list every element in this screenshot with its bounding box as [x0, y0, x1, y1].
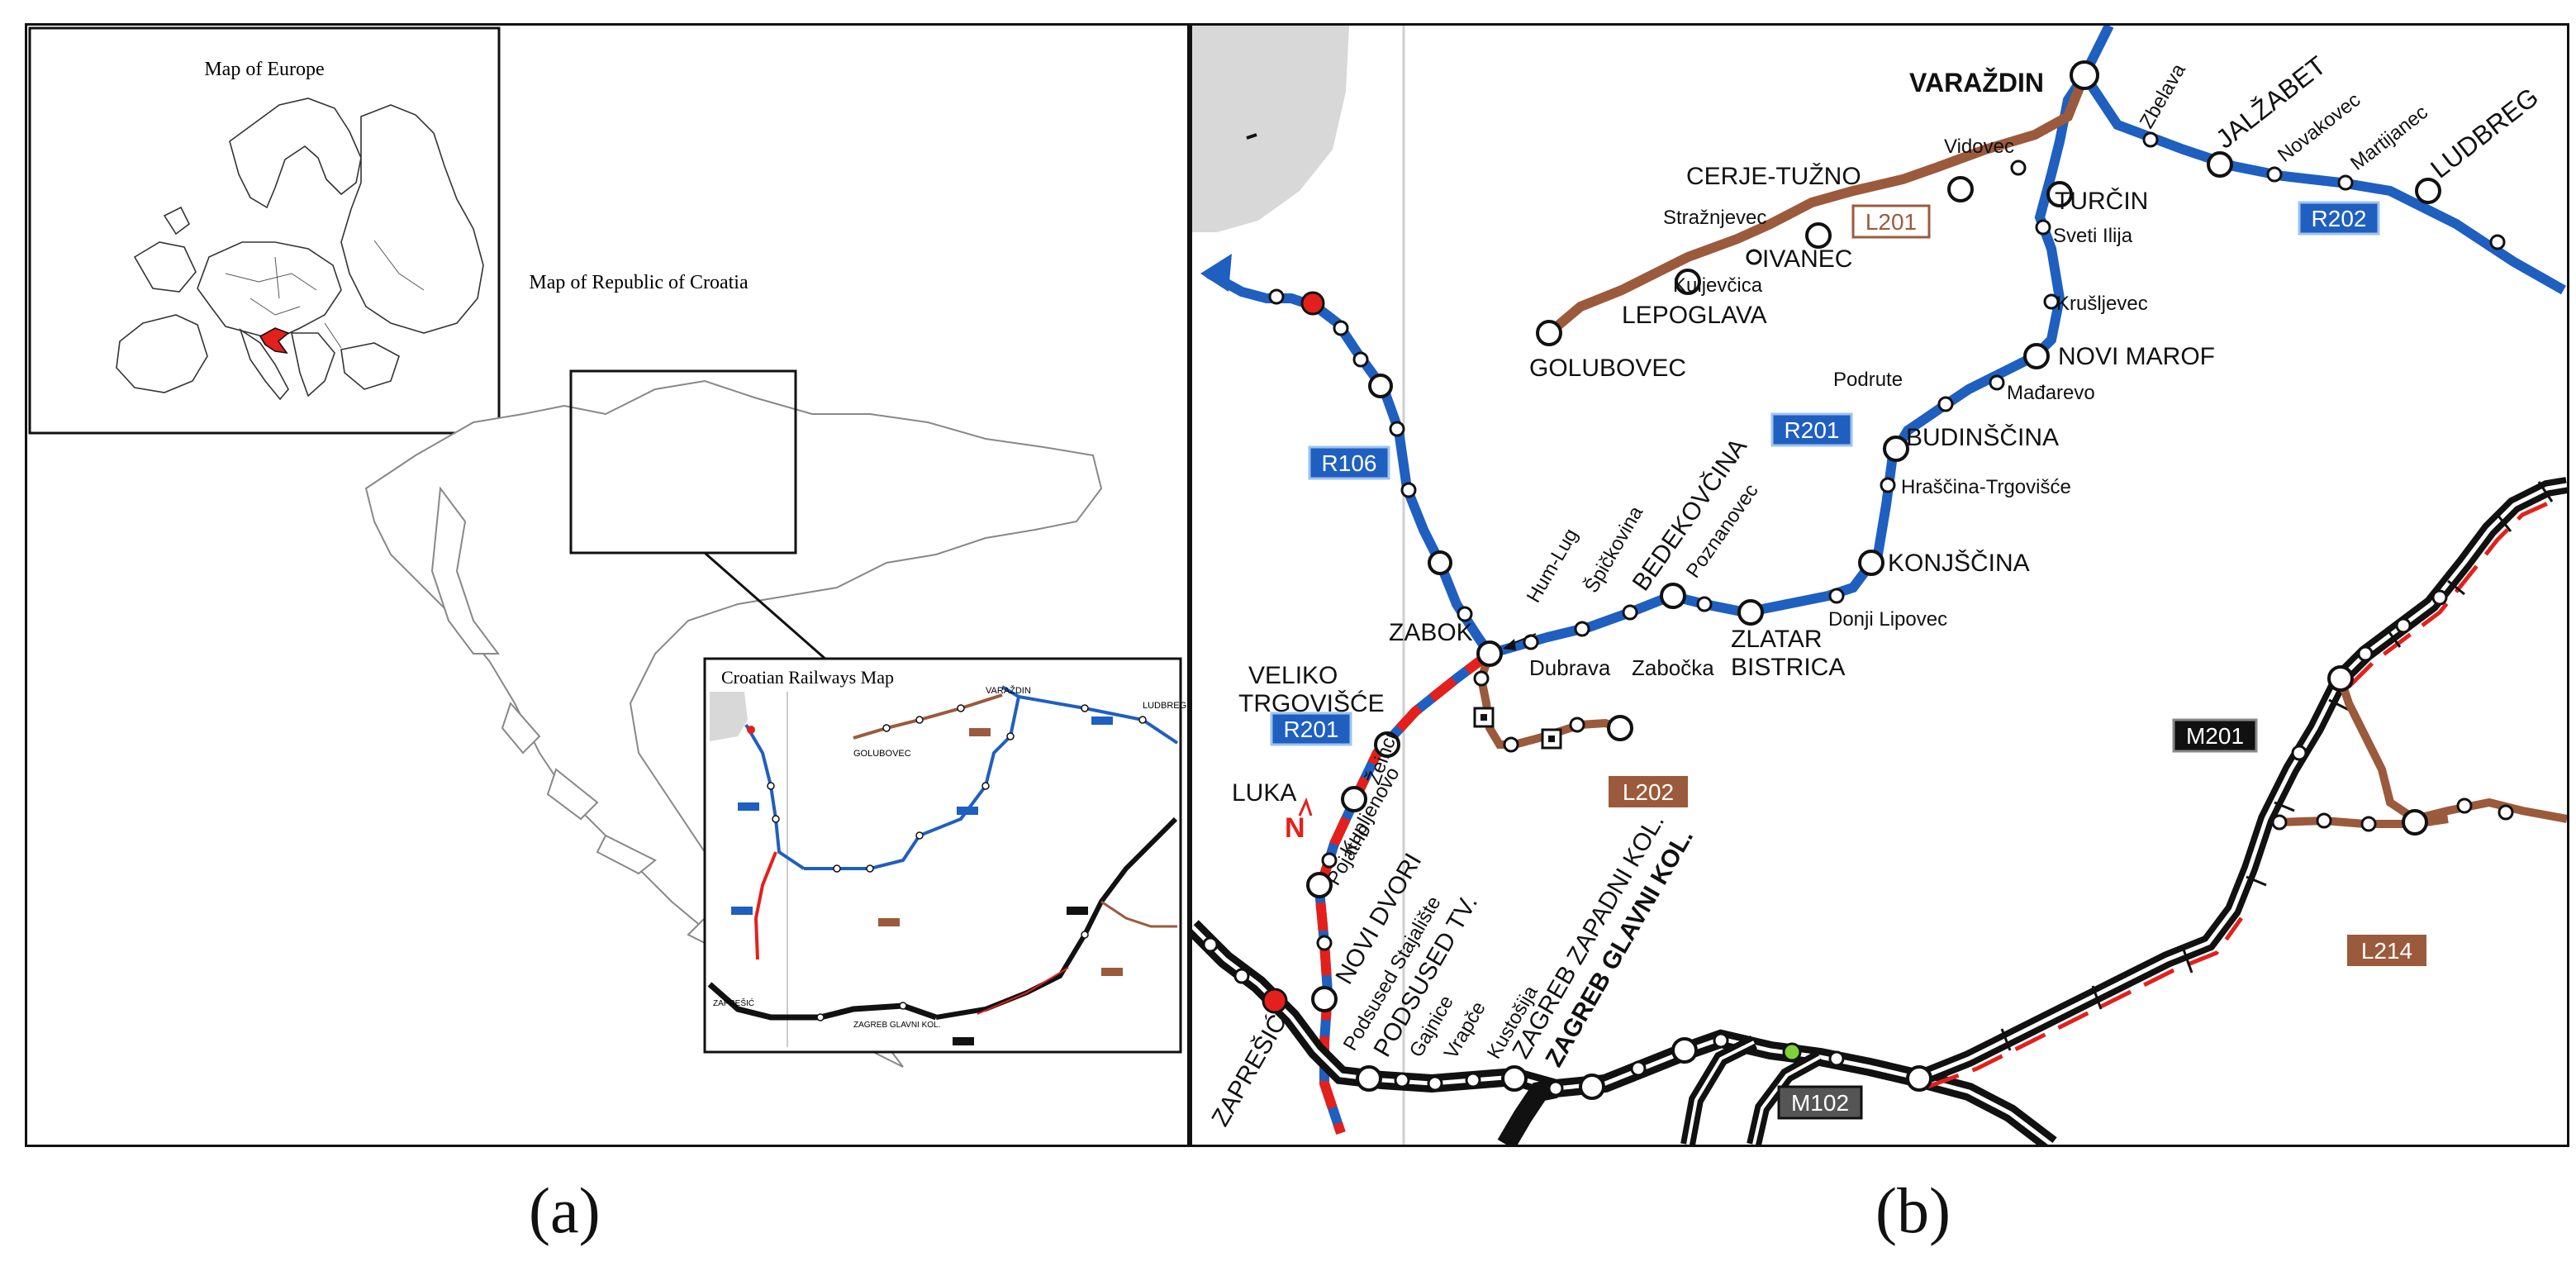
- label-ivanec: IVANEC: [1762, 245, 1852, 273]
- label-vidovec: Vidovec: [1944, 136, 2014, 158]
- label-martijanec: Martijanec: [2346, 101, 2432, 174]
- badge-m201: M201: [2186, 723, 2244, 749]
- railways-map-title: Croatian Railways Map: [721, 667, 894, 688]
- label-novi-marof: NOVI MAROF: [2058, 343, 2215, 370]
- line-badges: L201 R202 R201 R106 R201 L202 M201 L214 …: [1270, 201, 2426, 1120]
- panel-b-railway-map: L201 R202 R201 R106 R201 L202 M201 L214 …: [1190, 23, 2569, 1147]
- label-kruljevec: Krušljevec: [2056, 293, 2148, 315]
- inset-label-golubovec: GOLUBOVEC: [853, 749, 911, 759]
- badge-r106: R106: [1322, 450, 1377, 476]
- label-bistrica: BISTRICA: [1731, 654, 1845, 681]
- caption-a: (a): [529, 1174, 601, 1246]
- europe-map-title: Map of Europe: [204, 59, 324, 80]
- label-zlatar: ZLATAR: [1731, 626, 1823, 653]
- europe-inset: Map of Europe: [28, 26, 501, 435]
- label-zbelava: Zbelava: [2136, 60, 2190, 132]
- label-golubovec: GOLUBOVEC: [1529, 355, 1686, 382]
- label-ludbreg: LUDBREG: [2425, 82, 2544, 184]
- station-marker-red-zapresic: [1262, 988, 1288, 1014]
- railways-inset: Croatian Railways Map: [703, 657, 1186, 1054]
- station-marker-green: [1782, 1042, 1802, 1062]
- label-zapresic: ZAPREŠIĆ: [1206, 1010, 1292, 1131]
- north-arrow-icon: [1298, 797, 1313, 817]
- water-area: [1192, 26, 1349, 232]
- badge-r202: R202: [2312, 206, 2367, 231]
- north-arrow-label: N: [1285, 812, 1305, 844]
- inset-label-ludbreg: LUDBREG: [1143, 701, 1186, 711]
- label-podrute: Podrute: [1833, 369, 1903, 391]
- label-zabok: ZABOK: [1389, 619, 1473, 646]
- stations: [1202, 60, 2514, 1100]
- inset-label-varazdin: VARAŽDIN: [986, 685, 1031, 696]
- badge-l202: L202: [1623, 779, 1674, 805]
- pointer-arrowhead: [1503, 639, 1516, 650]
- badge-l214: L214: [2361, 938, 2412, 964]
- label-turcin: TURČIN: [2055, 187, 2148, 215]
- europe-outline: [116, 98, 484, 401]
- label-luka: LUKA: [1232, 779, 1296, 807]
- badge-m102: M102: [1791, 1090, 1849, 1116]
- line-m201: [1916, 477, 2567, 1089]
- europe-borders: [225, 240, 425, 349]
- label-lepoglava: LEPOGLAVA: [1622, 302, 1767, 329]
- label-kuljevcica: Kuljevčica: [1673, 274, 1763, 297]
- croatia-highlight: [259, 327, 290, 355]
- label-hum-lug: Hum-Lug: [1523, 525, 1583, 607]
- inset-label-zapresic: ZAPREŠIĆ: [713, 997, 754, 1008]
- badge-r201-top: R201: [1785, 417, 1840, 443]
- station-marker-red: [1300, 291, 1325, 316]
- panel-a-location-maps: Map of Europe Map of Rep: [25, 23, 1190, 1147]
- label-zabocka: Zabočka: [1632, 655, 1714, 680]
- zoom-connector-line: [704, 551, 828, 662]
- croatia-map-title: Map of Republic of Croatia: [529, 272, 749, 293]
- badge-l201: L201: [1865, 209, 1917, 235]
- label-dubrava: Dubrava: [1529, 655, 1611, 680]
- line-l201: [1546, 73, 2089, 337]
- label-hrascina: Hraščina-Trgovišće: [1901, 476, 2071, 498]
- railway-map-svg: L201 R202 R201 R106 R201 L202 M201 L214 …: [1192, 26, 2567, 1145]
- label-cerje: CERJE-TUŽNO: [1686, 163, 1861, 190]
- label-donji-lipovec: Donji Lipovec: [1828, 608, 1947, 631]
- label-sveti-ilija: Sveti Ilija: [2053, 225, 2133, 247]
- badge-r201: R201: [1284, 717, 1339, 742]
- label-budinscina: BUDINŠČINA: [1906, 423, 2059, 451]
- map-mark: [1246, 133, 1257, 140]
- caption-b: (b): [1875, 1174, 1951, 1246]
- label-madarevo: Mađarevo: [2007, 382, 2095, 404]
- inset-label-zagreb: ZAGREB GLAVNI KOL.: [853, 1021, 940, 1030]
- panel-a-svg: Map of Europe Map of Rep: [28, 26, 1186, 1068]
- label-konjscina: KONJŠČINA: [1888, 549, 2030, 577]
- label-veliko: VELIKO: [1248, 662, 1338, 689]
- label-varazdin: VARAŽDIN: [1909, 68, 2044, 98]
- zoom-area-box: [569, 369, 797, 555]
- label-trgovisce: TRGOVIŠĆE: [1238, 689, 1385, 717]
- label-straznjevec: Stražnjevec: [1663, 207, 1766, 229]
